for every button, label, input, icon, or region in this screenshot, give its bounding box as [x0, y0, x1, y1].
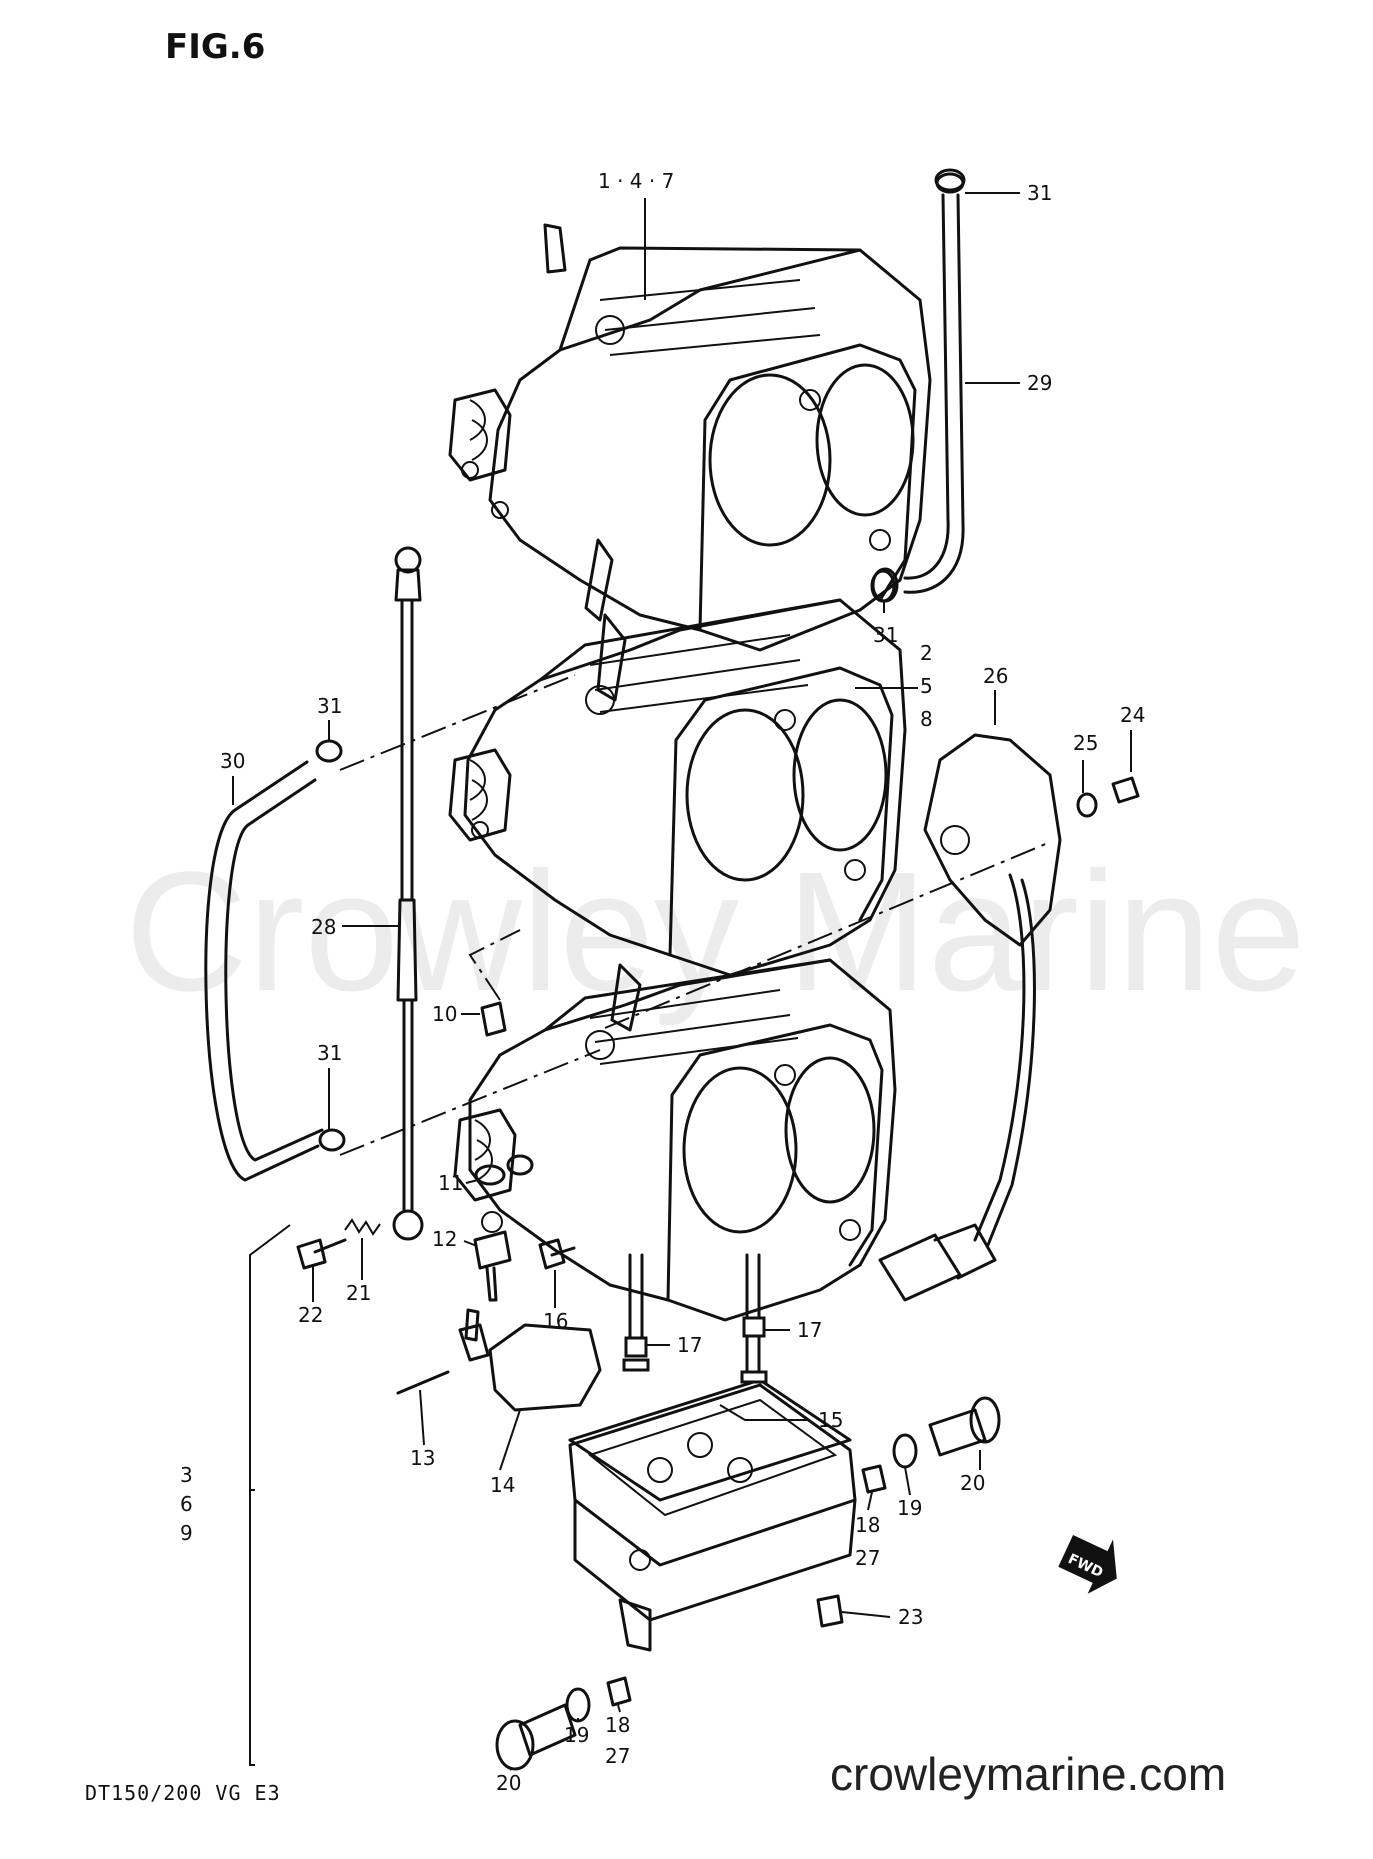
callout-31-hose30-bottom: 31: [317, 1041, 342, 1065]
drain-screw-20-right[interactable]: [928, 1396, 1001, 1457]
callout-31-top: 31: [1027, 181, 1052, 205]
callout-5: 5: [920, 674, 933, 698]
callout-1-4-7: 1 · 4 · 7: [598, 169, 674, 193]
carburetor-middle[interactable]: [448, 598, 907, 977]
callout-9: 9: [180, 1521, 193, 1545]
callout-26: 26: [983, 664, 1008, 688]
spring-21[interactable]: [344, 1218, 381, 1236]
site-url[interactable]: crowleymarine.com: [830, 1748, 1226, 1800]
leader-20-left: [509, 1767, 513, 1771]
long-screw-17-left[interactable]: [622, 1253, 650, 1372]
callout-16: 16: [543, 1309, 568, 1333]
callout-31-hose29: 31: [873, 623, 898, 647]
alignment-line-middle: [339, 1049, 601, 1156]
alignment-line-sensor: [604, 842, 1049, 1029]
callout-3: 3: [180, 1463, 193, 1487]
screw-23[interactable]: [816, 1594, 844, 1628]
callout-18-right: 18: [855, 1513, 880, 1537]
leader-18-right: [867, 1491, 873, 1511]
alignment-line-upper: [339, 674, 576, 771]
long-screw-17-right[interactable]: [740, 1253, 768, 1384]
callout-21: 21: [346, 1281, 371, 1305]
screw-18-right[interactable]: [861, 1464, 887, 1494]
hose-29[interactable]: [871, 168, 966, 603]
leader-11: [465, 1179, 479, 1184]
hose-30[interactable]: [204, 760, 324, 1182]
drain-screw-20-left[interactable]: [495, 1703, 577, 1771]
callout-20-right: 20: [960, 1471, 985, 1495]
callout-15: 15: [818, 1408, 843, 1432]
leader-13: [419, 1389, 425, 1446]
screw-18-left[interactable]: [606, 1676, 632, 1707]
washer-25[interactable]: [1076, 792, 1098, 818]
callout-29: 29: [1027, 371, 1052, 395]
callout-11: 11: [438, 1171, 463, 1195]
float-pin[interactable]: [396, 1370, 450, 1395]
leader-15: [719, 1404, 810, 1421]
leader-12: [463, 1240, 478, 1247]
screw-16[interactable]: [538, 1238, 576, 1270]
callout-27-left: 27: [605, 1744, 630, 1768]
leader-369: [249, 1224, 291, 1766]
watermark-text: Crowley Marine: [125, 837, 1306, 1027]
callout-12: 12: [432, 1227, 457, 1251]
callout-10: 10: [432, 1002, 457, 1026]
washer-19-right[interactable]: [892, 1433, 918, 1469]
callout-27-right: 27: [855, 1546, 880, 1570]
callout-30: 30: [220, 749, 245, 773]
throttle-sensor[interactable]: [878, 733, 1062, 1302]
callout-14: 14: [490, 1473, 515, 1497]
callout-31-hose30-top: 31: [317, 694, 342, 718]
figure-title: FIG.6: [165, 27, 265, 67]
alignment-line-float: [468, 929, 521, 1001]
callout-6: 6: [180, 1492, 193, 1516]
float[interactable]: [458, 1308, 602, 1412]
carburetor-top[interactable]: [448, 223, 932, 652]
screw-10[interactable]: [480, 1001, 507, 1037]
clip-31-hose30-top[interactable]: [315, 739, 343, 763]
callout-8: 8: [920, 707, 933, 731]
callout-19-right: 19: [897, 1496, 922, 1520]
callout-17-right: 17: [797, 1318, 822, 1342]
callout-22: 22: [298, 1303, 323, 1327]
main-jet[interactable]: [474, 1154, 534, 1186]
clip-31-hose30-bottom[interactable]: [318, 1128, 346, 1152]
callout-23: 23: [898, 1605, 923, 1629]
callout-18-left: 18: [605, 1713, 630, 1737]
model-code: DT150/200 VG E3: [85, 1781, 281, 1805]
float-bowl-assembly[interactable]: [568, 1378, 857, 1652]
needle-valve[interactable]: [473, 1211, 512, 1302]
callout-19-left: 19: [564, 1723, 589, 1747]
callout-25: 25: [1073, 731, 1098, 755]
clip-31-top[interactable]: [935, 172, 965, 194]
screw-24[interactable]: [1111, 776, 1140, 804]
forward-direction-arrow: FWD: [1058, 1535, 1117, 1594]
leader-23: [841, 1611, 891, 1618]
callout-20-left: 20: [496, 1771, 521, 1795]
screw-22[interactable]: [296, 1238, 347, 1270]
linkage-rod[interactable]: [392, 546, 424, 1241]
callout-13: 13: [410, 1446, 435, 1470]
callout-17-left: 17: [677, 1333, 702, 1357]
callout-24: 24: [1120, 703, 1145, 727]
leader-14: [499, 1409, 521, 1471]
callout-2: 2: [920, 641, 933, 665]
callout-28: 28: [311, 915, 336, 939]
leader-18-left: [617, 1704, 621, 1713]
leader-19-right: [904, 1466, 911, 1496]
washer-19-left[interactable]: [565, 1687, 591, 1723]
